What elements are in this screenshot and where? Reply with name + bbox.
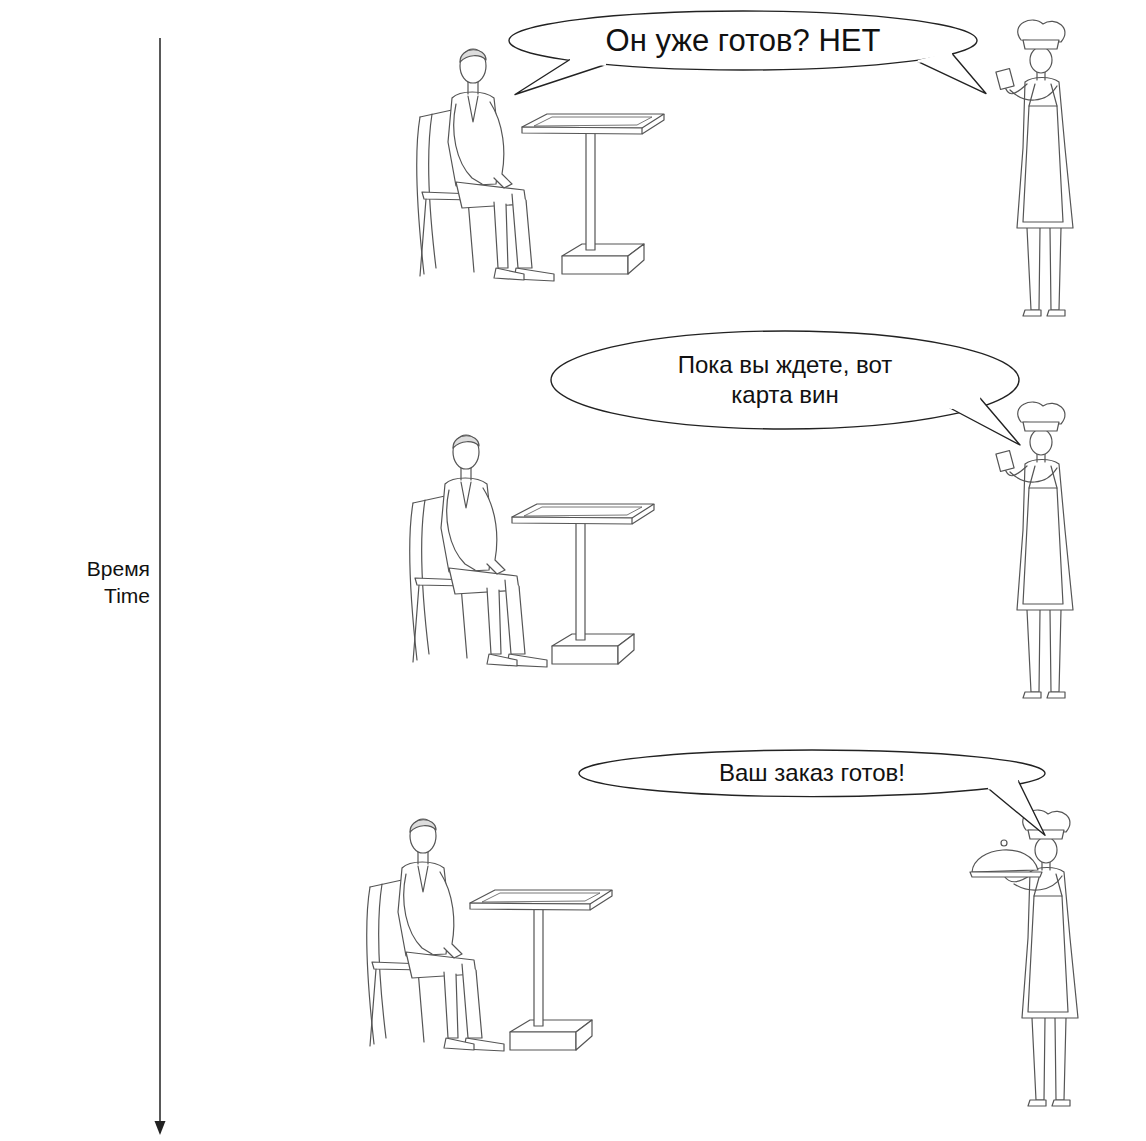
axis-label: Time: [104, 584, 150, 608]
scene-three: [367, 810, 1078, 1106]
speech-bubble: Пока вы ждете, вот карта вин: [550, 330, 1020, 430]
speech-text: Ваш заказ готов!: [719, 758, 905, 788]
scene-two: [410, 402, 1073, 698]
time-axis: [155, 38, 166, 1135]
speech-text: Пока вы ждете, вот карта вин: [670, 350, 900, 410]
speech-bubble: Ваш заказ готов!: [578, 749, 1046, 798]
bubble-outline: [550, 330, 1020, 430]
speech-text: Он уже готов? НЕТ: [606, 22, 881, 61]
speech-bubble: Он уже готов? НЕТ: [508, 10, 978, 71]
axis-label: Время: [87, 557, 150, 581]
